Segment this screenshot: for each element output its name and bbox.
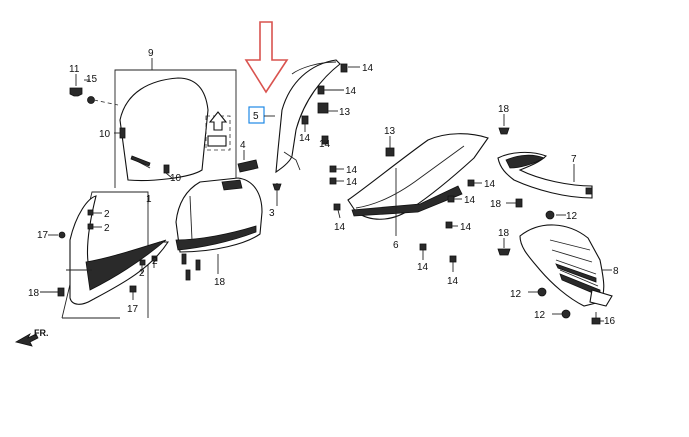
bracket-4 <box>237 159 259 173</box>
callout-13-b: 13 <box>384 126 396 137</box>
callout-12-mid: 12 <box>510 289 522 300</box>
callout-7: 7 <box>571 154 577 165</box>
callout-14-h: 14 <box>484 179 496 190</box>
callout-14-m: 14 <box>447 276 459 287</box>
callout-3: 18 <box>214 277 226 288</box>
callout-18-low: 18 <box>498 228 510 239</box>
callout-15: 15 <box>86 74 98 85</box>
callout-18-mid: 18 <box>490 199 502 210</box>
callout-11: 11 <box>69 64 80 75</box>
callout-14-b: 14 <box>345 86 357 97</box>
callout-14-i: 14 <box>464 195 476 206</box>
callout-13-a: 13 <box>339 107 351 118</box>
pointer-arrow <box>244 21 289 94</box>
callout-2-d: 2 <box>152 256 158 267</box>
callout-14-e: 14 <box>346 165 358 176</box>
callout-14-c: 14 <box>299 133 311 144</box>
callout-18-under-5: 3 <box>269 208 275 219</box>
callout-6: 6 <box>393 240 399 251</box>
callout-14-d: 14 <box>319 139 331 150</box>
highlight-box-5 <box>248 106 265 124</box>
callout-1: 1 <box>146 194 152 205</box>
callout-14-f: 14 <box>346 177 358 188</box>
callout-2-b: 2 <box>104 223 110 234</box>
mid-cowl-5 <box>275 59 341 174</box>
callout-8: 8 <box>613 266 619 277</box>
callout-18-left: 18 <box>28 288 40 299</box>
callout-18-top: 18 <box>498 104 510 115</box>
washer-15 <box>87 96 95 104</box>
callout-14-a: 14 <box>362 63 374 74</box>
callout-14-g: 14 <box>334 222 346 233</box>
callout-5: 5 <box>253 111 259 122</box>
callout-14-j: 14 <box>460 222 472 233</box>
callout-16: 16 <box>604 316 616 327</box>
callout-14-l: 14 <box>417 262 429 273</box>
callout-2-c: 2 <box>139 268 145 279</box>
callout-17-left: 17 <box>37 230 49 241</box>
callout-2-a: 2 <box>104 209 110 220</box>
front-label: FR. <box>34 328 49 338</box>
callout-12-low: 12 <box>534 310 546 321</box>
callout-17-bottom: 17 <box>127 304 139 315</box>
windscreen-group-frame <box>114 69 237 188</box>
bolt-11 <box>69 87 83 97</box>
callout-9: 9 <box>148 48 154 59</box>
front-direction-arrow <box>14 332 39 347</box>
callout-10-right: 10 <box>170 173 182 184</box>
callout-4: 4 <box>240 140 246 151</box>
callout-12-top: 12 <box>566 211 578 222</box>
callout-10-left: 10 <box>99 129 111 140</box>
windscreen <box>119 77 209 182</box>
